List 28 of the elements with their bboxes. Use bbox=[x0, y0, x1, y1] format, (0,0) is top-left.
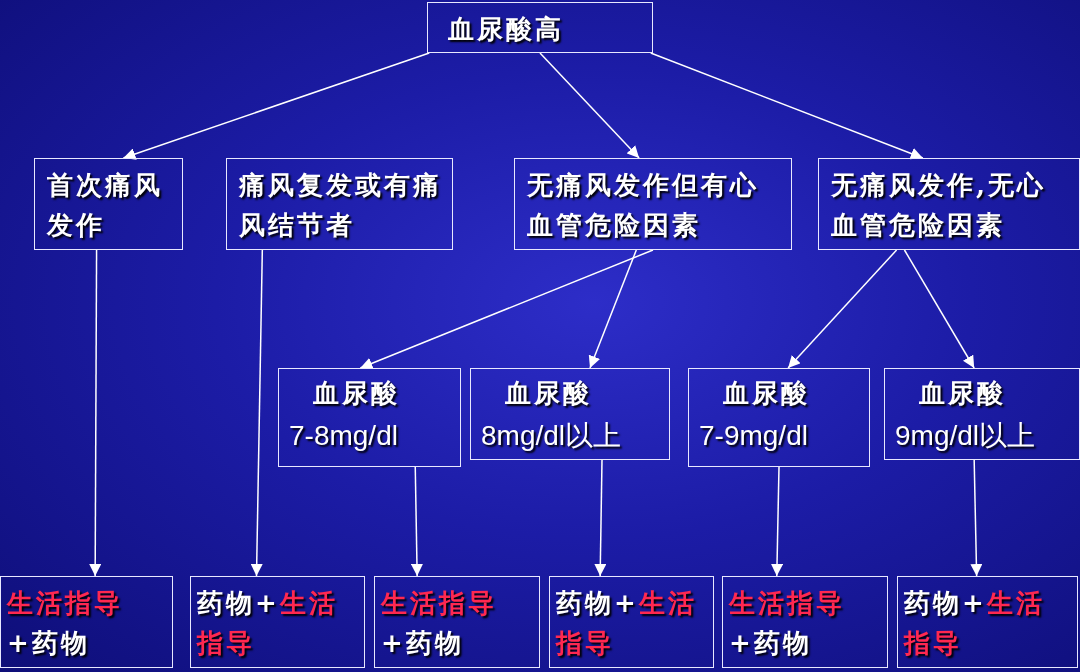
arrow bbox=[359, 249, 654, 370]
text-box: 血尿酸 7-9mg/dl bbox=[688, 368, 870, 467]
text-box: 血尿酸 7-8mg/dl bbox=[278, 368, 461, 467]
text-box: 血尿酸 8mg/dl以上 bbox=[470, 368, 670, 460]
arrow bbox=[650, 52, 924, 160]
arrow bbox=[594, 459, 607, 577]
text-box: 生活指导 +药物 bbox=[0, 576, 173, 668]
text-box: 血尿酸高 bbox=[427, 2, 653, 53]
arrow bbox=[588, 249, 638, 369]
text-box: 痛风复发或有痛风结节者 bbox=[226, 158, 453, 250]
arrow bbox=[970, 459, 983, 577]
text-box: 生活指导 +药物 bbox=[374, 576, 540, 668]
arrow bbox=[250, 249, 264, 577]
arrow bbox=[410, 466, 423, 577]
text-box: 药物+生活指导 bbox=[897, 576, 1078, 668]
text-box: 生活指导 +药物 bbox=[722, 576, 888, 668]
text-box: 药物+生活指导 bbox=[190, 576, 365, 668]
text-box: 无痛风发作但有心血管危险因素 bbox=[514, 158, 792, 250]
text-box: 无痛风发作,无心血管危险因素 bbox=[818, 158, 1080, 250]
arrow bbox=[787, 249, 898, 369]
arrow bbox=[771, 466, 783, 577]
text-box: 药物+生活指导 bbox=[549, 576, 714, 668]
arrow bbox=[539, 52, 640, 159]
arrow bbox=[89, 249, 102, 577]
text-box: 首次痛风发作 bbox=[34, 158, 183, 250]
text-box: 血尿酸 9mg/dl以上 bbox=[884, 368, 1080, 460]
arrow bbox=[903, 249, 975, 369]
arrow bbox=[122, 52, 430, 160]
